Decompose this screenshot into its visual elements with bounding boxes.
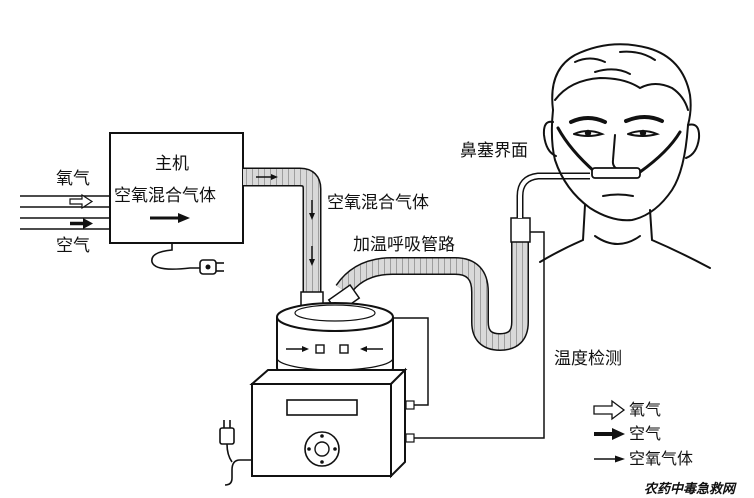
legend-air-label: 空气 bbox=[629, 424, 662, 443]
plug-icon bbox=[199, 259, 224, 275]
hollow-arrow-icon bbox=[69, 193, 94, 210]
oxygen-inlet bbox=[20, 193, 110, 210]
legend-oxygen-label: 氧气 bbox=[629, 400, 662, 419]
thin-arrow-icon bbox=[594, 455, 625, 463]
watermark: 农药中毒急救网 bbox=[644, 482, 736, 497]
bold-arrow-icon bbox=[594, 428, 625, 440]
mixed-gas-label: 空氧混合气体 bbox=[327, 193, 429, 213]
nasal-cannula bbox=[591, 167, 641, 179]
heated-tube bbox=[327, 172, 590, 351]
main-unit-title: 主机 bbox=[155, 154, 189, 174]
humidifier-chamber bbox=[276, 302, 394, 381]
base-unit bbox=[219, 367, 408, 486]
air-inlet bbox=[20, 217, 110, 230]
main-unit-subtitle: 空氧混合气体 bbox=[114, 186, 216, 206]
heated-tube-label: 加温呼吸管路 bbox=[353, 235, 455, 255]
legend-arrows bbox=[593, 399, 626, 463]
bold-arrow-icon bbox=[70, 218, 93, 229]
patient-face bbox=[539, 43, 711, 269]
display-panel bbox=[286, 399, 358, 416]
temperature-detection-label: 温度检测 bbox=[554, 349, 622, 369]
control-dial-icon bbox=[304, 431, 340, 467]
hollow-arrow-icon bbox=[593, 399, 626, 421]
oxygen-inlet-label: 氧气 bbox=[56, 169, 90, 189]
main-unit bbox=[109, 132, 244, 275]
mixed-gas-tube bbox=[243, 167, 324, 307]
nasal-interface-label: 鼻塞界面 bbox=[460, 141, 528, 161]
legend-mixed-label: 空氧气体 bbox=[629, 449, 694, 468]
plug-icon bbox=[219, 420, 235, 463]
air-inlet-label: 空气 bbox=[56, 236, 90, 256]
